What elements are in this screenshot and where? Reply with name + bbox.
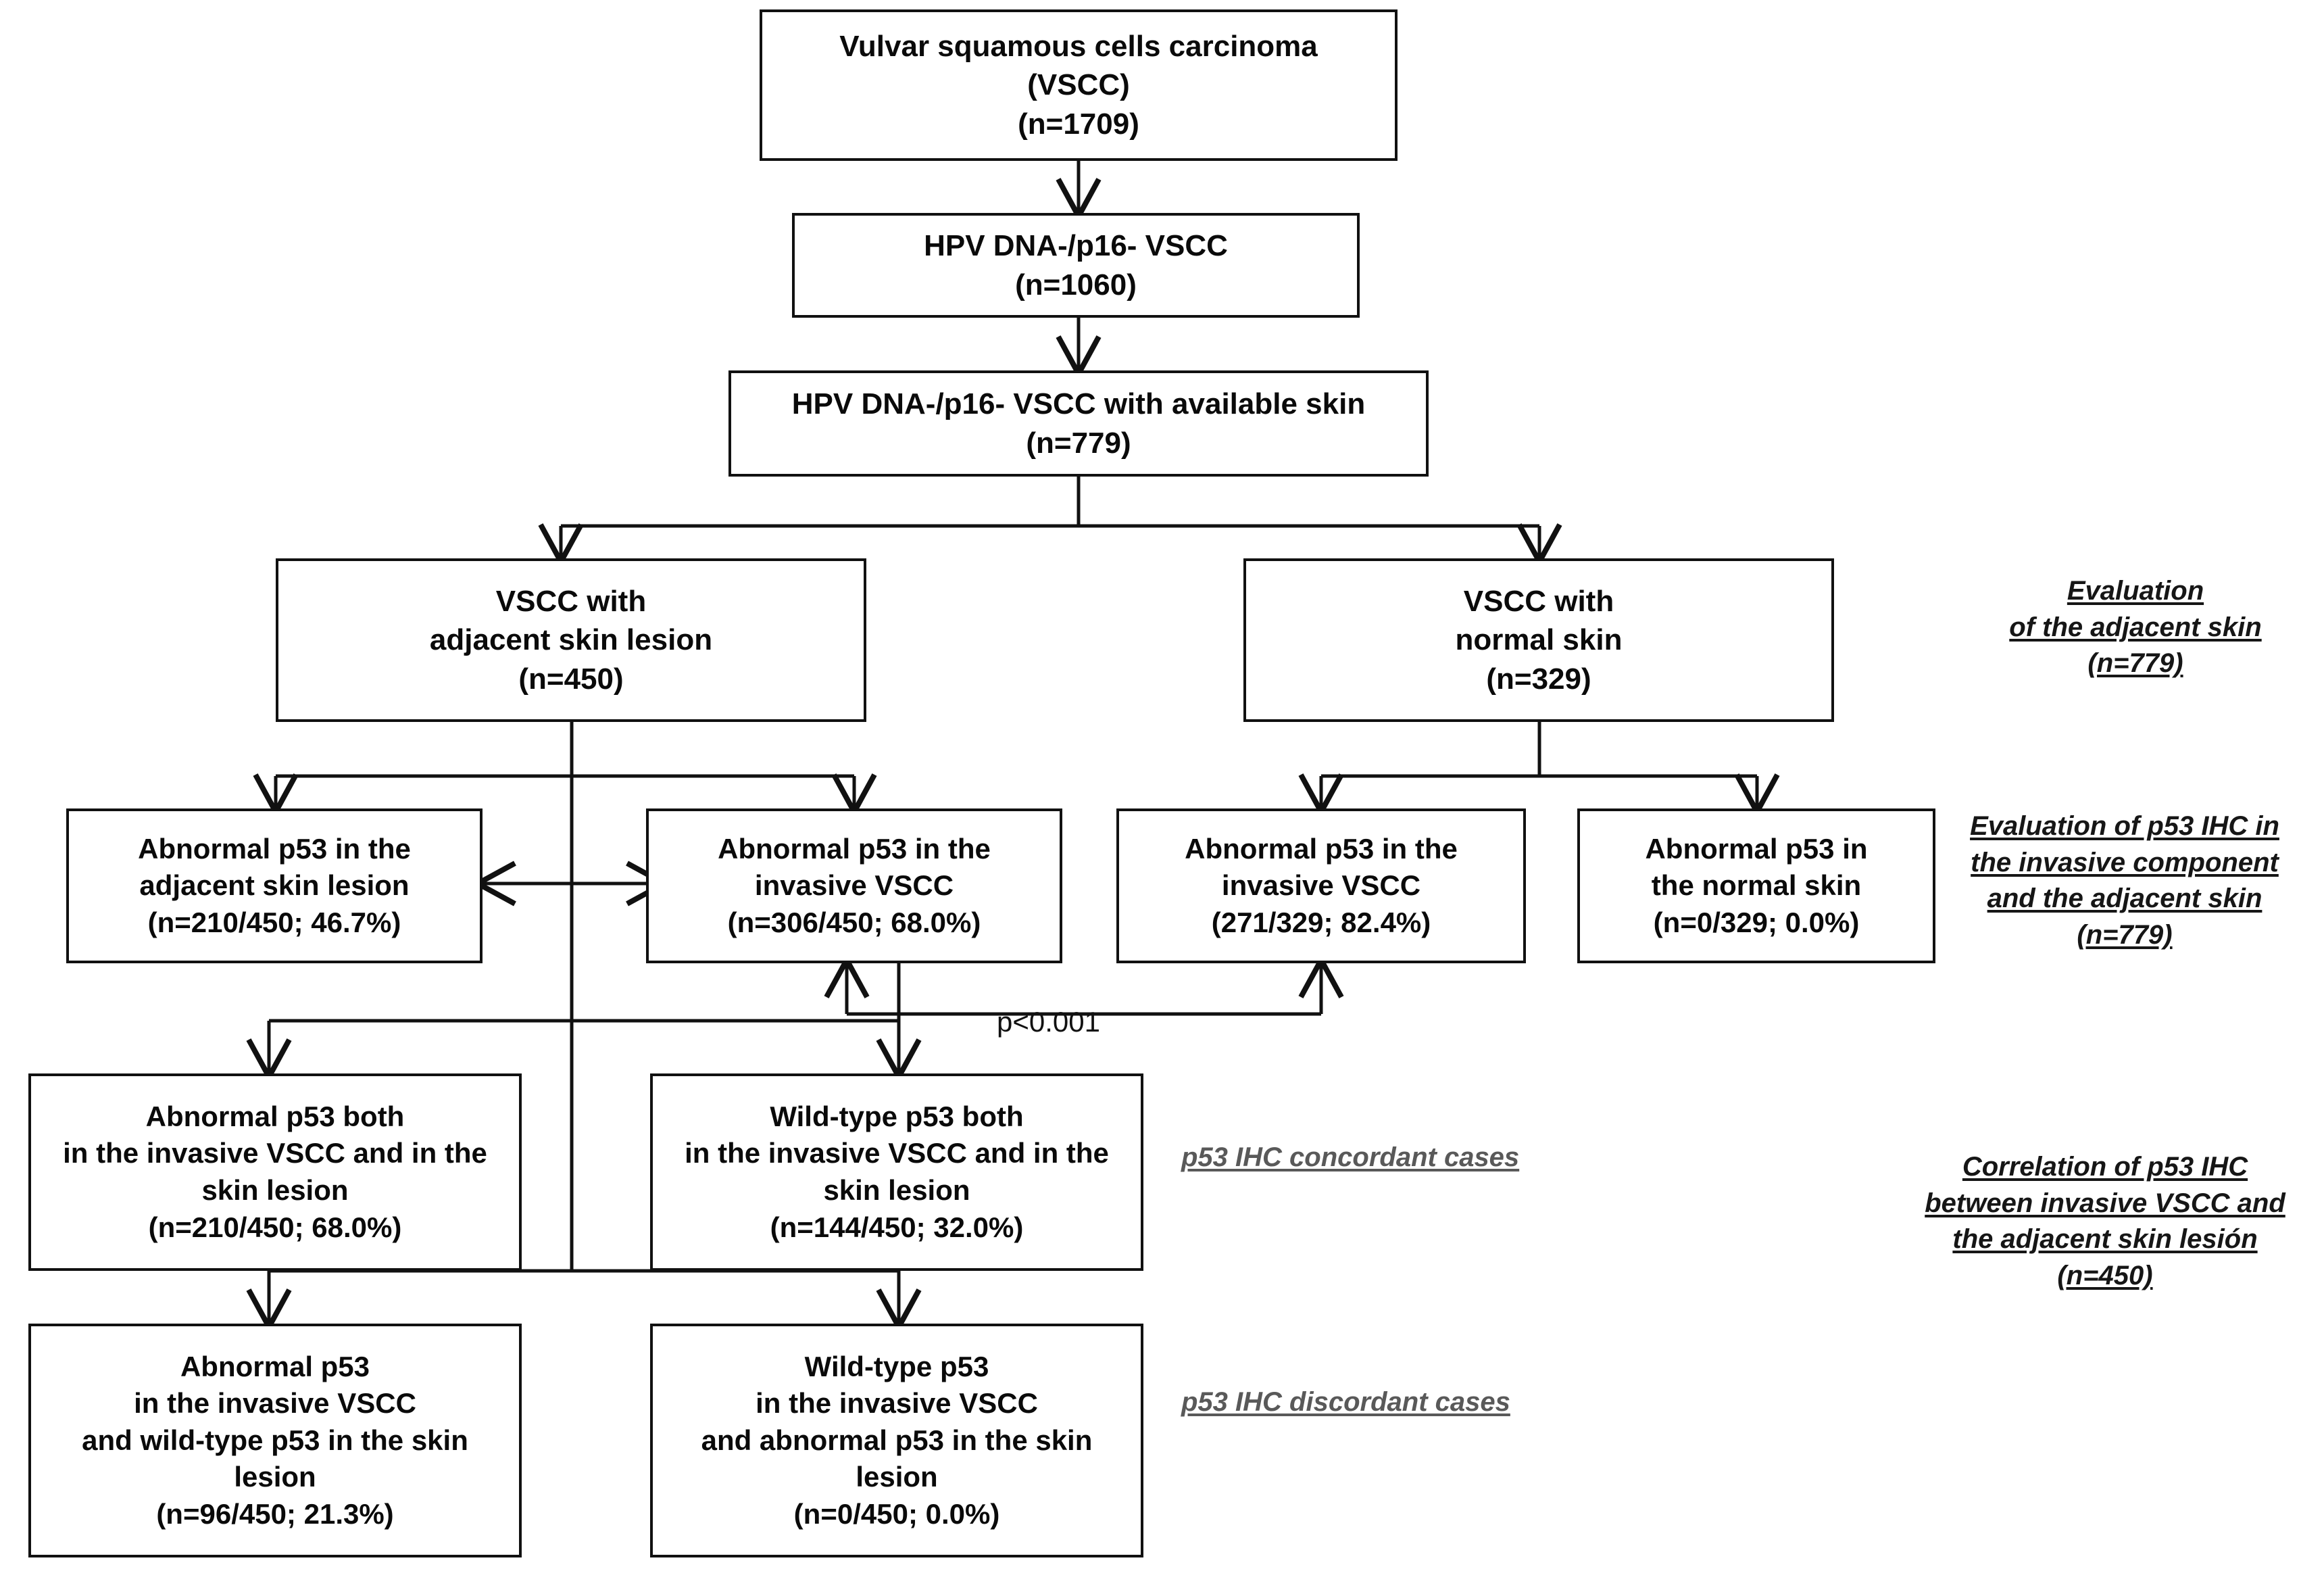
annotation-evaluation-p53-ihc: Evaluation of p53 IHC in the invasive co… [1930, 808, 2319, 953]
node-line: (VSCC) [1027, 68, 1130, 102]
node-line: Abnormal p53 in the [718, 832, 991, 865]
node-concordant-wildtype-p53[interactable]: Wild-type p53 both in the invasive VSCC … [650, 1073, 1143, 1271]
node-line: in the invasive VSCC [134, 1387, 416, 1420]
node-line: lesion [856, 1461, 938, 1493]
node-abnormal-p53-normal-skin[interactable]: Abnormal p53 in the normal skin (n=0/329… [1577, 808, 1935, 963]
node-discordant-wildtype-invasive[interactable]: Wild-type p53 in the invasive VSCC and a… [650, 1324, 1143, 1557]
node-line: Abnormal p53 both [145, 1100, 405, 1132]
node-abnormal-p53-invasive-450[interactable]: Abnormal p53 in the invasive VSCC (n=306… [646, 808, 1062, 963]
node-discordant-abnormal-invasive[interactable]: Abnormal p53 in the invasive VSCC and wi… [28, 1324, 522, 1557]
annotation-line: (n=779) [2077, 919, 2173, 950]
annotation-line: (n=779) [2087, 648, 2183, 679]
node-line: Abnormal p53 in the [1185, 832, 1458, 865]
node-line: the normal skin [1651, 869, 1862, 902]
node-hpv-negative-with-skin[interactable]: HPV DNA-/p16- VSCC with available skin (… [728, 370, 1429, 477]
annotation-correlation-p53-ihc: Correlation of p53 IHC between invasive … [1900, 1149, 2310, 1294]
node-line: in the invasive VSCC and in the [685, 1137, 1109, 1169]
node-line: (n=210/450; 46.7%) [147, 906, 401, 938]
node-line: and abnormal p53 in the skin [701, 1424, 1093, 1456]
node-line: (n=96/450; 21.3%) [156, 1497, 394, 1530]
node-line: adjacent skin lesion [429, 623, 713, 657]
annotation-line: of the adjacent skin [2009, 612, 2262, 642]
node-line: VSCC with [1463, 585, 1614, 619]
node-line: HPV DNA-/p16- VSCC with available skin [791, 387, 1366, 421]
node-line: lesion [234, 1461, 316, 1493]
node-line: (n=306/450; 68.0%) [727, 906, 981, 938]
p-value-label: p<0.001 [997, 1006, 1100, 1038]
node-line: Abnormal p53 in the [138, 832, 411, 865]
node-line: skin lesion [201, 1174, 349, 1206]
node-line: (n=0/329; 0.0%) [1653, 906, 1860, 938]
annotation-line: and the adjacent skin [1987, 884, 2263, 914]
annotation-line: the invasive component [1971, 847, 2279, 877]
node-line: Vulvar squamous cells carcinoma [839, 30, 1318, 64]
node-vscc-normal-skin[interactable]: VSCC with normal skin (n=329) [1243, 558, 1834, 722]
label-p53-ihc-discordant-cases: p53 IHC discordant cases [1181, 1387, 1510, 1417]
node-line: (n=144/450; 32.0%) [770, 1211, 1024, 1243]
node-line: Wild-type p53 [804, 1350, 989, 1382]
annotation-evaluation-adjacent-skin: Evaluation of the adjacent skin (n=779) [1960, 573, 2311, 682]
node-line: and wild-type p53 in the skin [82, 1424, 468, 1456]
node-line: (n=1709) [1018, 107, 1139, 141]
node-line: (n=329) [1486, 662, 1591, 696]
annotation-line: Evaluation [2067, 576, 2204, 606]
annotation-line: (n=450) [2057, 1260, 2153, 1290]
node-hpv-negative-vscc[interactable]: HPV DNA-/p16- VSCC (n=1060) [792, 213, 1360, 318]
node-line: (271/329; 82.4%) [1211, 906, 1431, 938]
node-line: in the invasive VSCC [756, 1387, 1038, 1420]
node-line: HPV DNA-/p16- VSCC [924, 229, 1228, 263]
node-concordant-abnormal-p53[interactable]: Abnormal p53 both in the invasive VSCC a… [28, 1073, 522, 1271]
node-line: Wild-type p53 both [770, 1100, 1024, 1132]
annotation-line: the adjacent skin lesión [1952, 1224, 2258, 1255]
node-line: adjacent skin lesion [139, 869, 410, 902]
node-vscc-total[interactable]: Vulvar squamous cells carcinoma (VSCC) (… [760, 9, 1398, 161]
node-abnormal-p53-invasive-329[interactable]: Abnormal p53 in the invasive VSCC (271/3… [1116, 808, 1526, 963]
annotation-line: Evaluation of p53 IHC in [1970, 811, 2279, 841]
node-line: invasive VSCC [1221, 869, 1421, 902]
node-line: (n=210/450; 68.0%) [148, 1211, 402, 1243]
node-line: invasive VSCC [754, 869, 954, 902]
node-line: (n=1060) [1015, 268, 1137, 301]
node-line: normal skin [1455, 623, 1623, 657]
node-abnormal-p53-adjacent-skin[interactable]: Abnormal p53 in the adjacent skin lesion… [66, 808, 483, 963]
annotation-line: between invasive VSCC and [1925, 1188, 2285, 1218]
node-line: Abnormal p53 [180, 1350, 370, 1382]
node-line: Abnormal p53 in [1645, 832, 1868, 865]
node-line: skin lesion [823, 1174, 970, 1206]
node-line: (n=779) [1026, 426, 1131, 460]
node-line: (n=450) [518, 662, 624, 696]
node-line: in the invasive VSCC and in the [63, 1137, 487, 1169]
node-line: VSCC with [495, 585, 647, 619]
node-line: (n=0/450; 0.0%) [793, 1497, 1000, 1530]
node-vscc-adjacent-skin-lesion[interactable]: VSCC with adjacent skin lesion (n=450) [276, 558, 866, 722]
label-p53-ihc-concordant-cases: p53 IHC concordant cases [1181, 1142, 1520, 1172]
annotation-line: Correlation of p53 IHC [1962, 1152, 2248, 1182]
